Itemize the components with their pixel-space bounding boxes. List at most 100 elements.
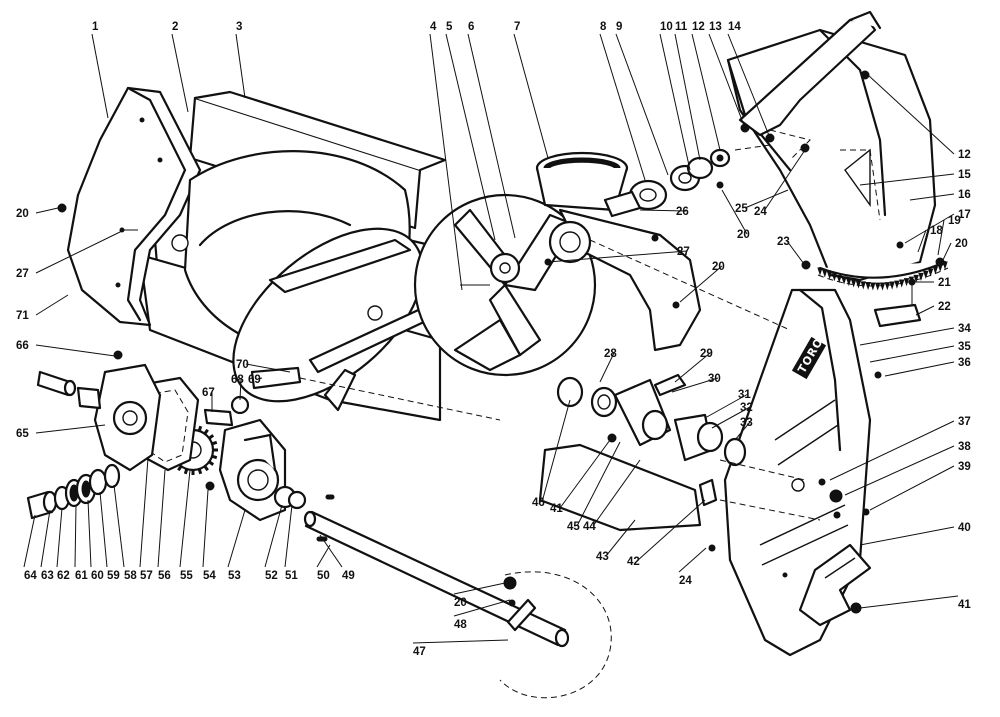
callout-label: 32 [740,402,753,414]
callout-label: 71 [16,310,29,322]
callout-label: 13 [709,21,722,33]
leader-line [157,469,166,568]
leader-line [721,189,748,235]
worm-tooth [197,425,203,432]
leader-line [56,507,63,568]
callout-label: 20 [955,238,968,250]
callout-label: 20 [712,261,725,273]
callout-leaders [23,33,959,644]
callout-label: 63 [41,570,54,582]
gear-tooth [894,280,900,289]
worm-tooth [208,434,215,440]
gear-tooth [932,266,939,275]
callout-label: 19 [948,215,961,227]
gear-tooth [889,281,895,290]
leader-line [869,345,955,363]
leader-line [734,421,751,441]
callout-label: 48 [454,619,467,631]
callout-label: 65 [16,428,29,440]
callout-label: 6 [468,21,474,33]
leader-line [605,519,636,557]
gear-tooth [855,280,862,289]
worm-tooth [183,468,189,475]
leader-line [264,504,283,568]
leader-line [884,361,955,377]
callout-label: 50 [317,570,330,582]
leader-line [559,439,611,509]
callout-label: 12 [692,21,705,33]
leader-line [679,265,723,303]
leader-line [941,242,952,263]
right-bearing-stack [556,373,747,467]
leader-line [704,393,749,419]
callout-label: 4 [430,21,437,33]
leader-line [727,33,771,139]
callout-label: 64 [24,570,37,582]
callout-label: 9 [616,21,622,33]
leader-line [227,509,246,568]
leader-line [859,173,955,186]
leader-line [576,441,621,527]
leader-line [547,250,688,263]
leader-line [659,33,691,171]
gear-case-left [93,363,162,472]
callout-label: 35 [958,341,971,353]
callout-label: 27 [16,268,29,280]
leader-line [592,459,641,527]
leader-line [23,514,36,568]
callout-label: 10 [660,21,673,33]
right-side-plate: TORO [723,288,872,657]
worm-tooth [211,454,218,460]
callout-label: 20 [16,208,29,220]
leader-line [171,33,189,113]
callout-label: 66 [16,340,29,352]
gear-tooth [879,282,886,291]
gear-tooth [874,282,881,291]
callout-label: 57 [140,570,153,582]
left-side-plate [66,86,202,327]
leader-line [763,149,806,212]
leader-line [859,595,959,609]
leader-line [35,294,69,316]
leader-line [615,33,669,176]
leader-line [674,33,701,161]
callout-label: 36 [958,357,971,369]
leader-line [35,230,123,274]
leader-line [35,424,106,434]
leader-line [202,489,209,568]
callout-label: 54 [203,570,216,582]
gear-tooth [826,271,833,280]
callout-label: 18 [930,225,943,237]
leader-line [937,219,945,256]
input-shaft-parts [36,350,302,427]
leader-line [412,639,509,644]
callout-label: 8 [600,21,607,33]
leader-line [239,378,242,401]
callout-label: 55 [180,570,193,582]
callout-label: 27 [677,246,690,258]
callout-label: 53 [228,570,241,582]
leader-line [708,33,746,129]
leader-line [453,582,506,595]
leader-line [40,509,51,568]
leader-line [829,420,955,481]
callout-label: 42 [627,556,640,568]
callout-label: 46 [532,497,545,509]
worm-tooth [203,465,209,472]
leader-line [513,33,549,159]
ring-gear-teeth [817,261,948,291]
leader-line [35,207,59,214]
leader-line [99,491,108,568]
gear-tooth [817,267,823,276]
leader-line [786,240,805,265]
callout-label: 47 [413,646,426,658]
callout-label: 69 [248,374,261,386]
leader-line [711,406,751,429]
leader-line [909,193,955,201]
leader-line [284,504,293,568]
callout-label: 16 [958,189,971,201]
gear-tooth [903,278,910,287]
hardware-nuts-bolts [57,70,945,614]
upper-bearing-set [603,148,731,218]
callout-label: 39 [958,461,971,473]
